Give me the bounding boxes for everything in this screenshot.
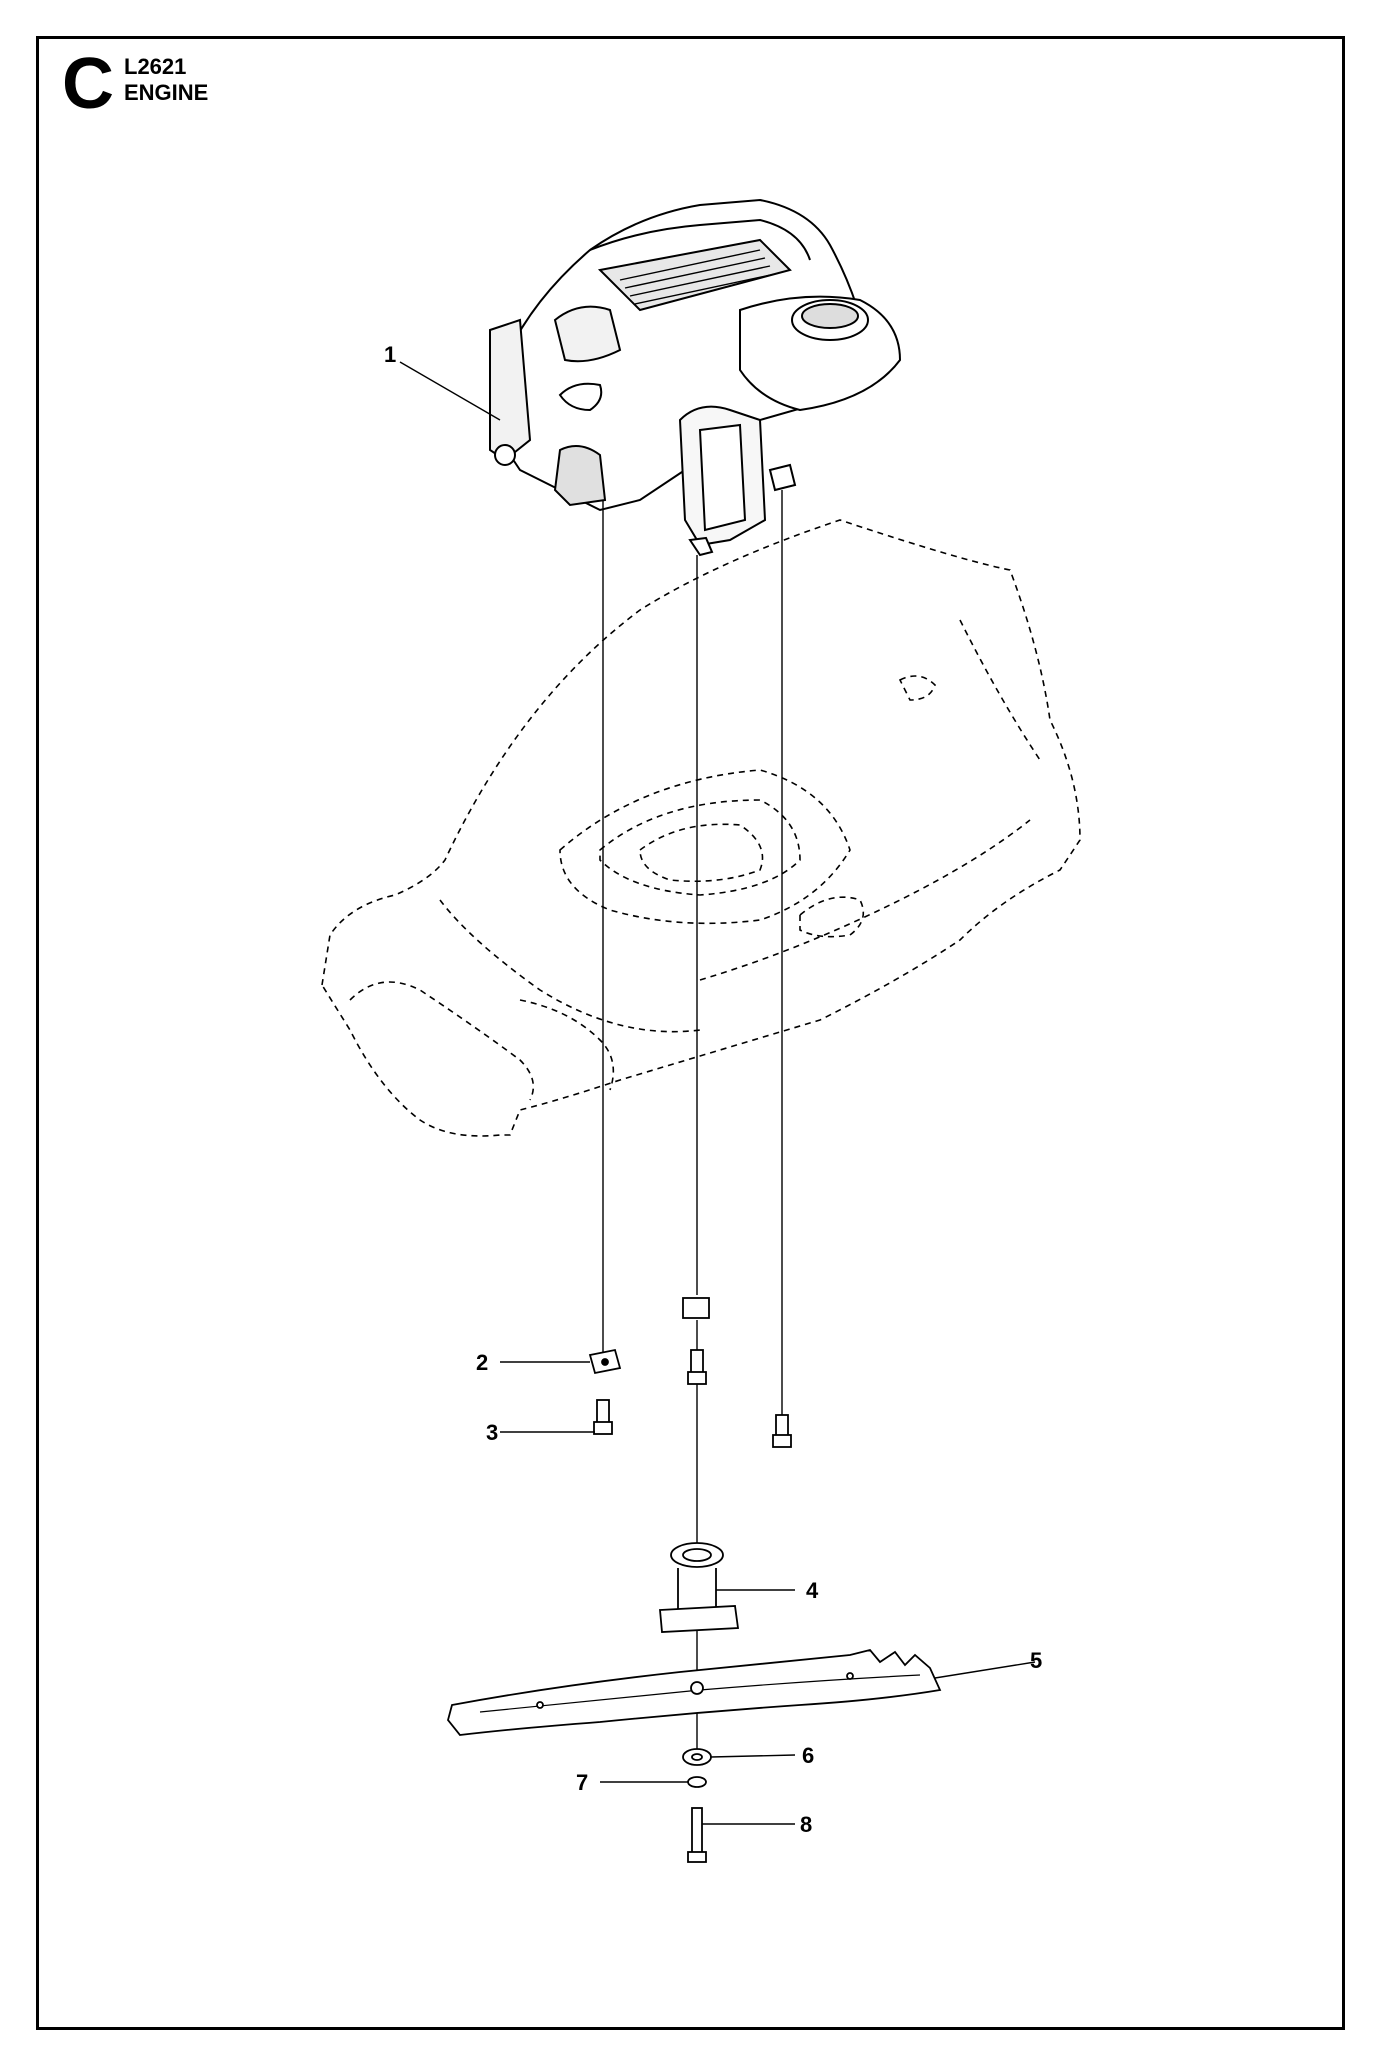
blade-adapter-part-4 <box>659 1542 740 1633</box>
center-bolt <box>690 1349 704 1375</box>
engine-cooling-vents <box>619 249 776 305</box>
hardware-parts <box>447 1297 942 1863</box>
callout-5: 5 <box>1030 1648 1042 1673</box>
section-letter: C <box>62 44 114 124</box>
callout-3: 3 <box>486 1420 498 1445</box>
page-title: ENGINE <box>124 80 209 105</box>
lock-washer-part-7 <box>687 1776 707 1788</box>
model-number: L2621 <box>124 54 187 79</box>
center-washer <box>682 1297 710 1319</box>
engine-bracket <box>489 318 532 462</box>
callout-4: 4 <box>806 1578 819 1603</box>
blade-bolt-part-8 <box>691 1807 703 1857</box>
engine-mount-right <box>768 463 797 492</box>
callout-1: 1 <box>384 342 396 367</box>
blade-part-5 <box>447 1648 942 1736</box>
callout-7: 7 <box>576 1770 588 1795</box>
engine-illustration <box>489 198 902 557</box>
callout-2: 2 <box>476 1350 488 1375</box>
leader-lines <box>399 361 1036 1825</box>
mower-deck-outline <box>321 519 1081 1137</box>
callout-8: 8 <box>800 1812 812 1837</box>
bolt-right <box>775 1414 789 1438</box>
engine-mount-left <box>553 445 607 507</box>
bolt-part-3 <box>596 1399 610 1425</box>
page-frame <box>36 36 1345 2030</box>
assembly-axis-lines <box>602 490 783 1760</box>
callout-6: 6 <box>802 1743 814 1768</box>
